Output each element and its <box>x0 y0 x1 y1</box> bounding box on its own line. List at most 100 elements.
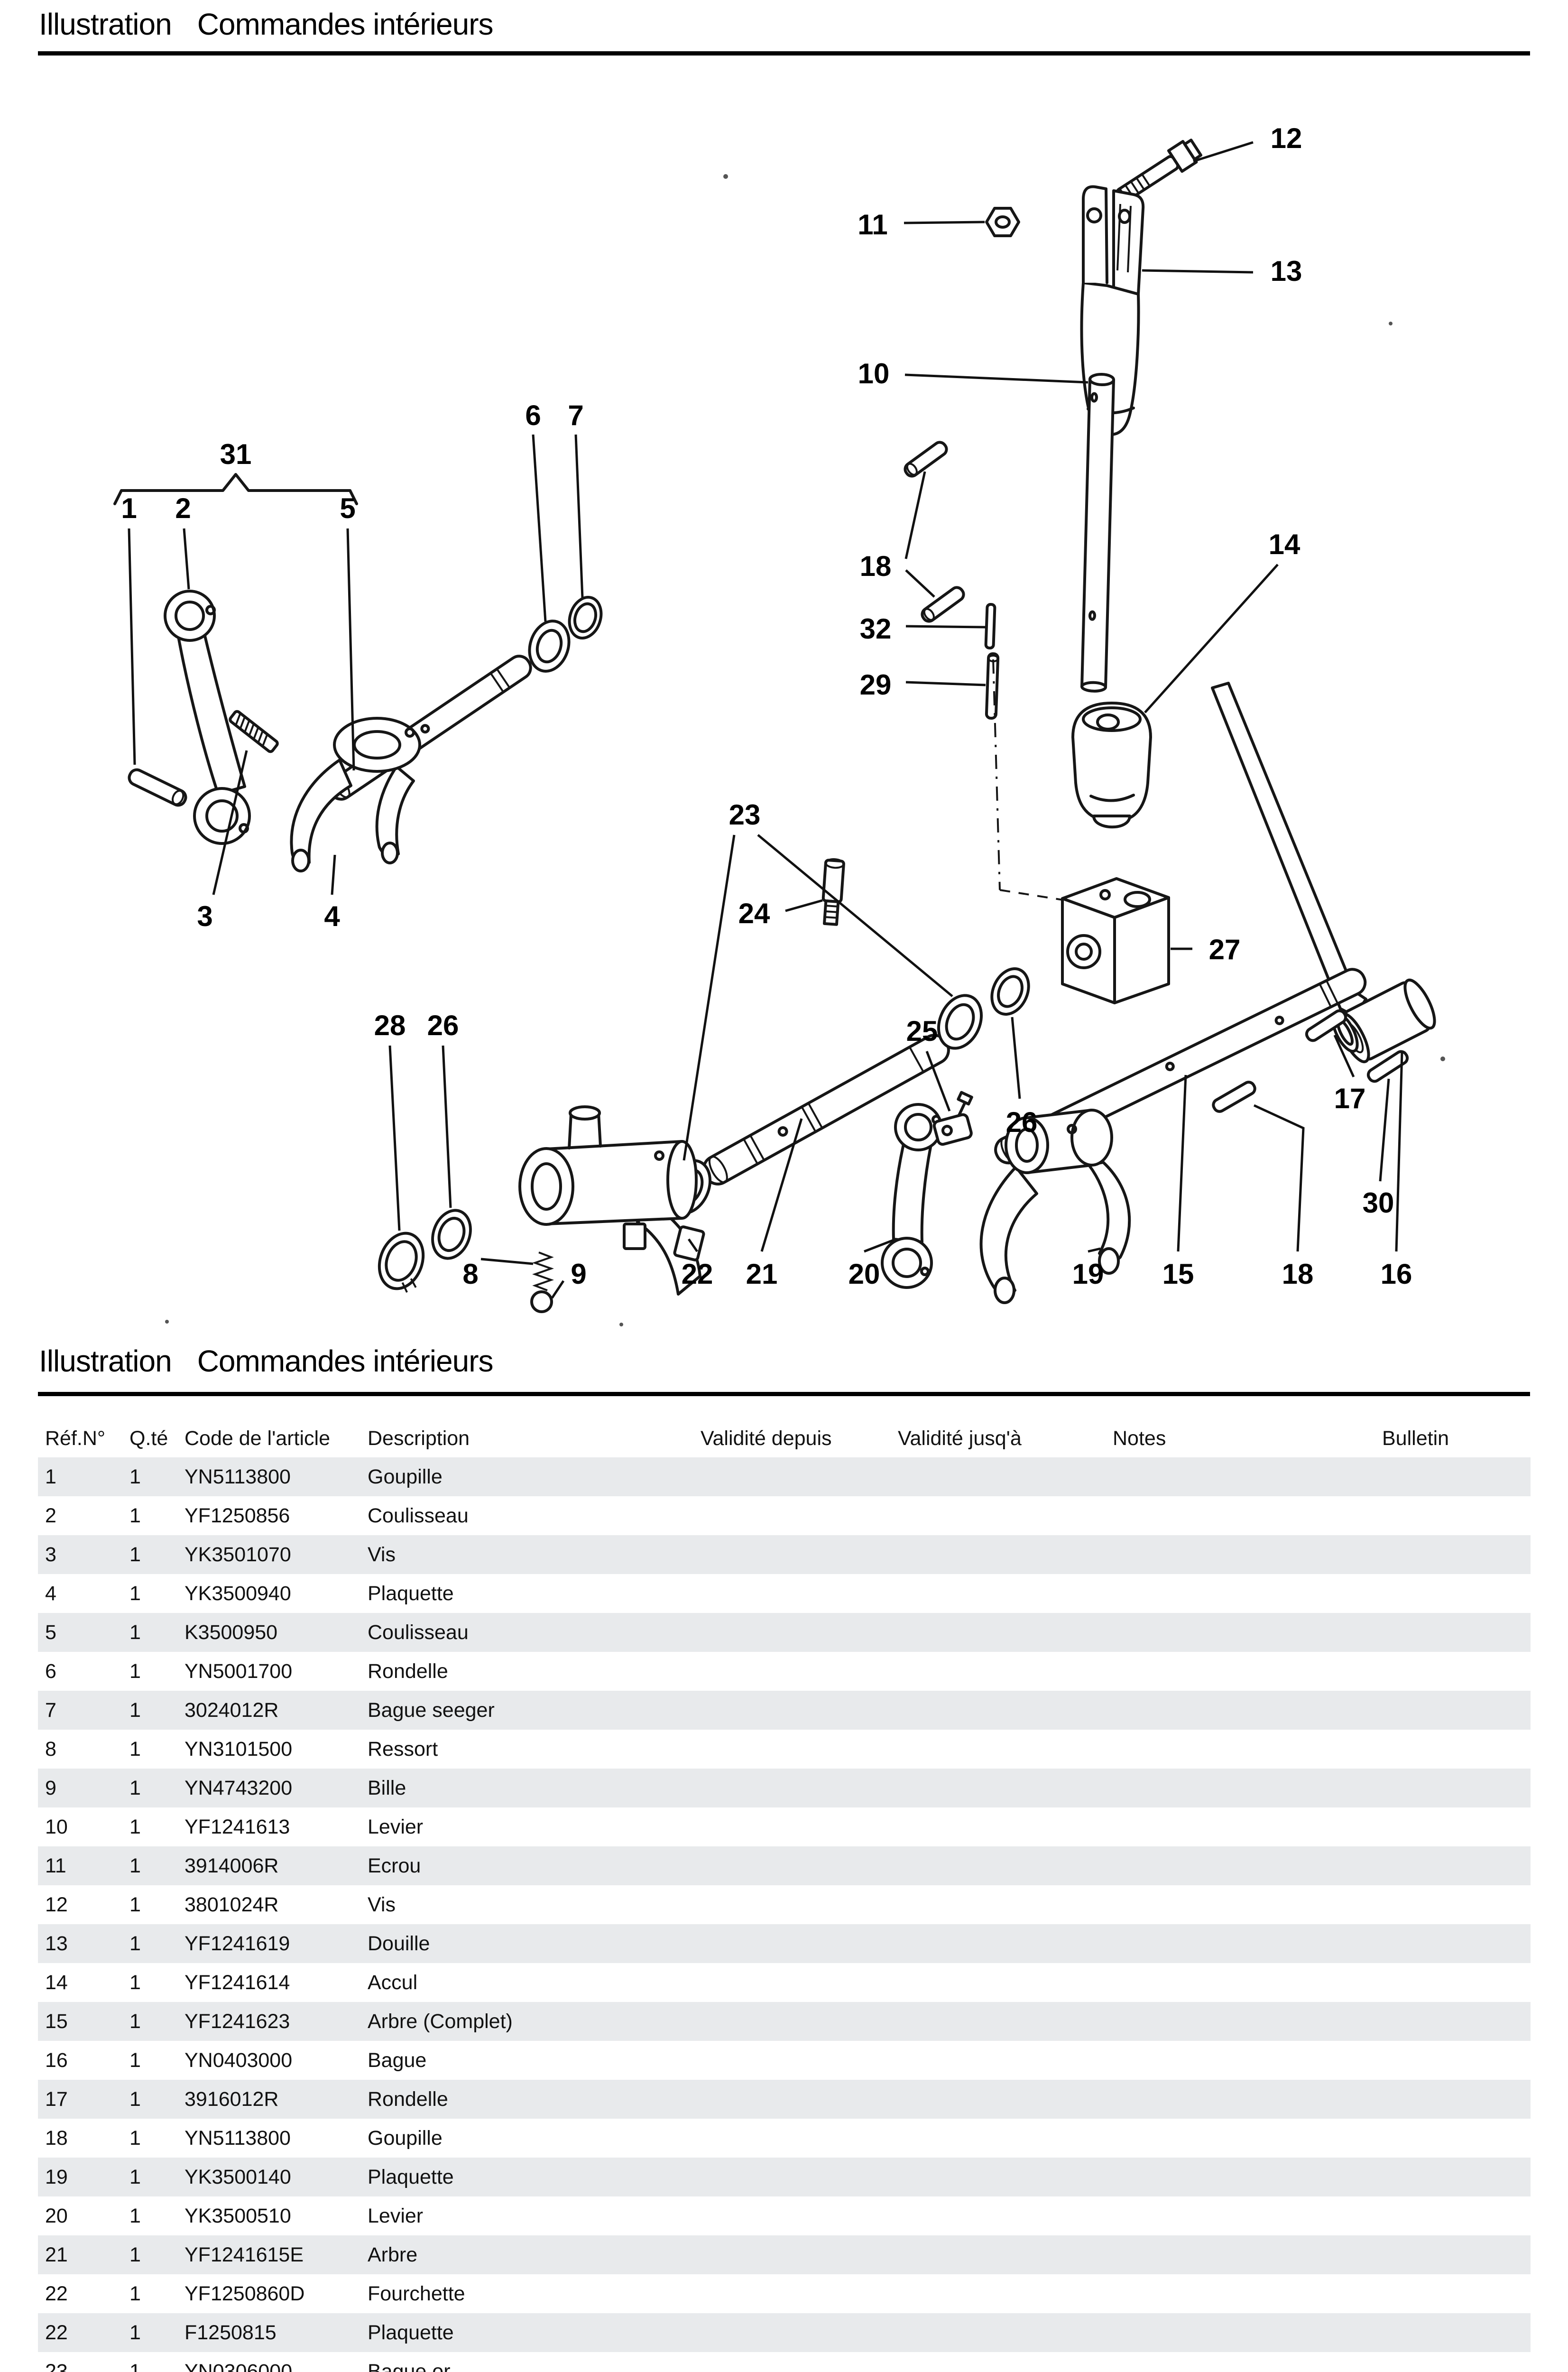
cell-description: Bague seeger <box>368 1699 495 1722</box>
part-seeger-7 <box>568 596 603 639</box>
callout-28-19: 28 <box>374 1010 406 1231</box>
callout-label: 28 <box>374 1010 406 1041</box>
callout-19-30: 19 <box>1072 1247 1104 1290</box>
callout-22-27: 22 <box>682 1238 713 1290</box>
cell-qty: 1 <box>129 2127 141 2150</box>
leader-line <box>904 373 1088 384</box>
cell-qty: 1 <box>129 2321 141 2344</box>
cell-description: Bague or <box>368 2360 451 2372</box>
callout-label: 25 <box>906 1015 938 1047</box>
callout-label: 9 <box>571 1258 586 1290</box>
callout-label: 20 <box>849 1258 880 1290</box>
cell-ref: 12 <box>45 1893 68 1916</box>
table-header: Réf.N° Q.té Code de l'article Descriptio… <box>0 1420 1568 1456</box>
cell-description: Douille <box>368 1932 430 1955</box>
callout-17-21: 17 <box>1333 1034 1365 1114</box>
leader-line <box>1177 1075 1187 1252</box>
cell-qty: 1 <box>129 1932 141 1955</box>
part-rondelle-6 <box>528 620 571 673</box>
cell-ref: 18 <box>45 2127 68 2150</box>
callout-label: 27 <box>1209 934 1241 965</box>
leader-line <box>1253 1104 1305 1252</box>
part-pin-18b <box>921 586 965 623</box>
cell-description: Levier <box>368 2205 424 2227</box>
callout-label: 5 <box>340 492 355 524</box>
table-title: Illustration Commandes intérieurs <box>39 1344 493 1379</box>
leader-line <box>905 681 986 686</box>
cell-description: Bille <box>368 1777 406 1799</box>
cell-description: Bague <box>368 2049 427 2072</box>
part-pin-18c <box>1212 1081 1256 1113</box>
callout-14-11: 14 <box>1144 528 1301 713</box>
cell-qty: 1 <box>129 1738 141 1760</box>
assembly-axis-line <box>992 659 1001 890</box>
divider-rule <box>38 1392 1530 1396</box>
callout-10-3: 10 <box>858 358 1088 389</box>
cell-ref: 15 <box>45 2010 68 2033</box>
callout-24-15: 24 <box>738 898 823 929</box>
cell-qty: 1 <box>129 1465 141 1488</box>
callout-label: 29 <box>860 669 892 701</box>
part-rod-10 <box>1080 373 1115 693</box>
part-lever-arm <box>1211 682 1367 1018</box>
cell-code: YF1250860D <box>184 2282 305 2305</box>
callout-label: 24 <box>738 898 770 929</box>
callout-21-28: 21 <box>746 1118 803 1290</box>
cell-ref: 21 <box>45 2243 68 2266</box>
callout-3-22: 3 <box>197 750 248 932</box>
cell-ref: 16 <box>45 2049 68 2072</box>
cell-code: YF1241615E <box>184 2243 304 2266</box>
leader-line <box>905 625 986 629</box>
cell-code: YN4743200 <box>184 1777 293 1799</box>
callout-label: 1 <box>121 492 137 524</box>
callout-6-4: 6 <box>525 399 547 622</box>
leader-line <box>331 854 336 895</box>
leader-line <box>183 528 190 590</box>
cell-code: YN5001700 <box>184 1660 293 1683</box>
part-nut-11 <box>985 207 1020 237</box>
callout-9-26: 9 <box>551 1258 587 1299</box>
cell-code: YN5113800 <box>184 1465 291 1488</box>
cell-qty: 1 <box>129 1971 141 1994</box>
callout-label: 10 <box>858 358 890 389</box>
callout-label: 8 <box>462 1258 478 1290</box>
callout-26-17: 26 <box>1006 1017 1037 1138</box>
cell-ref: 22 <box>45 2282 68 2305</box>
cell-qty: 1 <box>129 2049 141 2072</box>
leader-line <box>574 434 584 598</box>
part-fork-19 <box>979 1109 1131 1304</box>
leader-line <box>1379 1078 1390 1182</box>
callout-label: 13 <box>1271 255 1302 287</box>
callout-20-29: 20 <box>849 1239 894 1290</box>
cell-qty: 1 <box>129 2205 141 2227</box>
col-bulletin: Bulletin <box>1382 1427 1449 1450</box>
leader-line <box>532 434 547 622</box>
cell-description: Rondelle <box>368 2088 448 2111</box>
cell-qty: 1 <box>129 2166 141 2188</box>
cell-qty: 1 <box>129 1621 141 1644</box>
leader-line <box>128 528 136 765</box>
cell-ref: 23 <box>45 2360 68 2372</box>
cell-code: 3916012R <box>184 2088 279 2111</box>
callout-label: 18 <box>860 550 892 582</box>
cell-code: YK3501070 <box>184 1543 291 1566</box>
cell-code: K3500950 <box>184 1621 278 1644</box>
cell-qty: 1 <box>129 1893 141 1916</box>
callout-32-12: 32 <box>860 613 986 645</box>
cell-ref: 13 <box>45 1932 68 1955</box>
callout-13-2: 13 <box>1142 255 1302 287</box>
callout-label: 11 <box>858 209 887 241</box>
leader-line <box>757 834 953 997</box>
